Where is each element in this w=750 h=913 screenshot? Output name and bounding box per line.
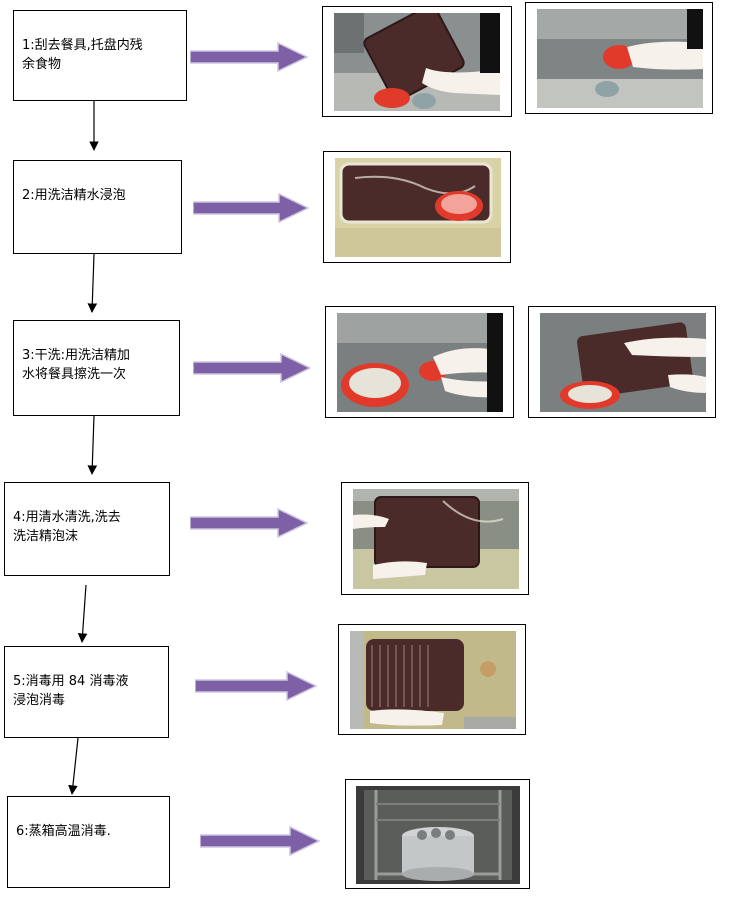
arrow-right-icon bbox=[190, 42, 308, 72]
step-box-5: 5:消毒用 84 消毒液 浸泡消毒 bbox=[4, 646, 169, 738]
step-box-6: 6:蒸箱高温消毒. bbox=[7, 796, 170, 888]
arrow-right-icon bbox=[193, 193, 309, 223]
step-label: 2:用洗洁精水浸泡 bbox=[22, 188, 126, 203]
photo-scrub-bowl bbox=[337, 313, 503, 412]
photo-scrape-tray bbox=[334, 13, 500, 111]
photo-frame-2 bbox=[323, 151, 511, 263]
step-box-2: 2:用洗洁精水浸泡 bbox=[13, 160, 182, 254]
photo-rinse-bowl bbox=[537, 9, 703, 108]
step-box-1: 1:刮去餐具,托盘内残 余食物 bbox=[13, 10, 187, 101]
connector-2-3 bbox=[87, 253, 98, 313]
connector-4-5 bbox=[77, 584, 88, 643]
step-label: 3:干洗:用洗洁精加 水将餐具擦洗一次 bbox=[22, 348, 131, 382]
photo-frame-6 bbox=[345, 779, 530, 889]
photo-disinfect-soak bbox=[350, 631, 516, 729]
step-label: 4:用清水清洗,洗去 洗洁精泡沫 bbox=[13, 510, 121, 544]
photo-frame-4 bbox=[341, 482, 529, 595]
arrow-right-icon bbox=[195, 671, 317, 701]
photo-soak-tray bbox=[335, 158, 501, 257]
arrow-right-icon bbox=[190, 508, 308, 538]
step-label: 6:蒸箱高温消毒. bbox=[16, 824, 111, 839]
step-box-3: 3:干洗:用洗洁精加 水将餐具擦洗一次 bbox=[13, 320, 180, 416]
step-label: 5:消毒用 84 消毒液 浸泡消毒 bbox=[13, 674, 129, 708]
photo-frame-1b bbox=[525, 2, 713, 114]
photo-frame-5 bbox=[338, 624, 526, 735]
arrow-right-icon bbox=[193, 353, 311, 383]
connector-5-6 bbox=[68, 737, 79, 795]
photo-scrub-tray bbox=[540, 313, 706, 412]
arrow-right-icon bbox=[200, 826, 320, 856]
photo-rinse-tray bbox=[353, 489, 519, 589]
step-label: 1:刮去餐具,托盘内残 余食物 bbox=[22, 38, 143, 72]
photo-frame-3a bbox=[325, 306, 514, 418]
connector-3-4 bbox=[87, 415, 98, 475]
photo-frame-3b bbox=[528, 306, 716, 418]
step-box-4: 4:用清水清洗,洗去 洗洁精泡沫 bbox=[4, 482, 170, 576]
photo-steam-cabinet bbox=[356, 786, 520, 884]
photo-frame-1a bbox=[322, 6, 512, 117]
